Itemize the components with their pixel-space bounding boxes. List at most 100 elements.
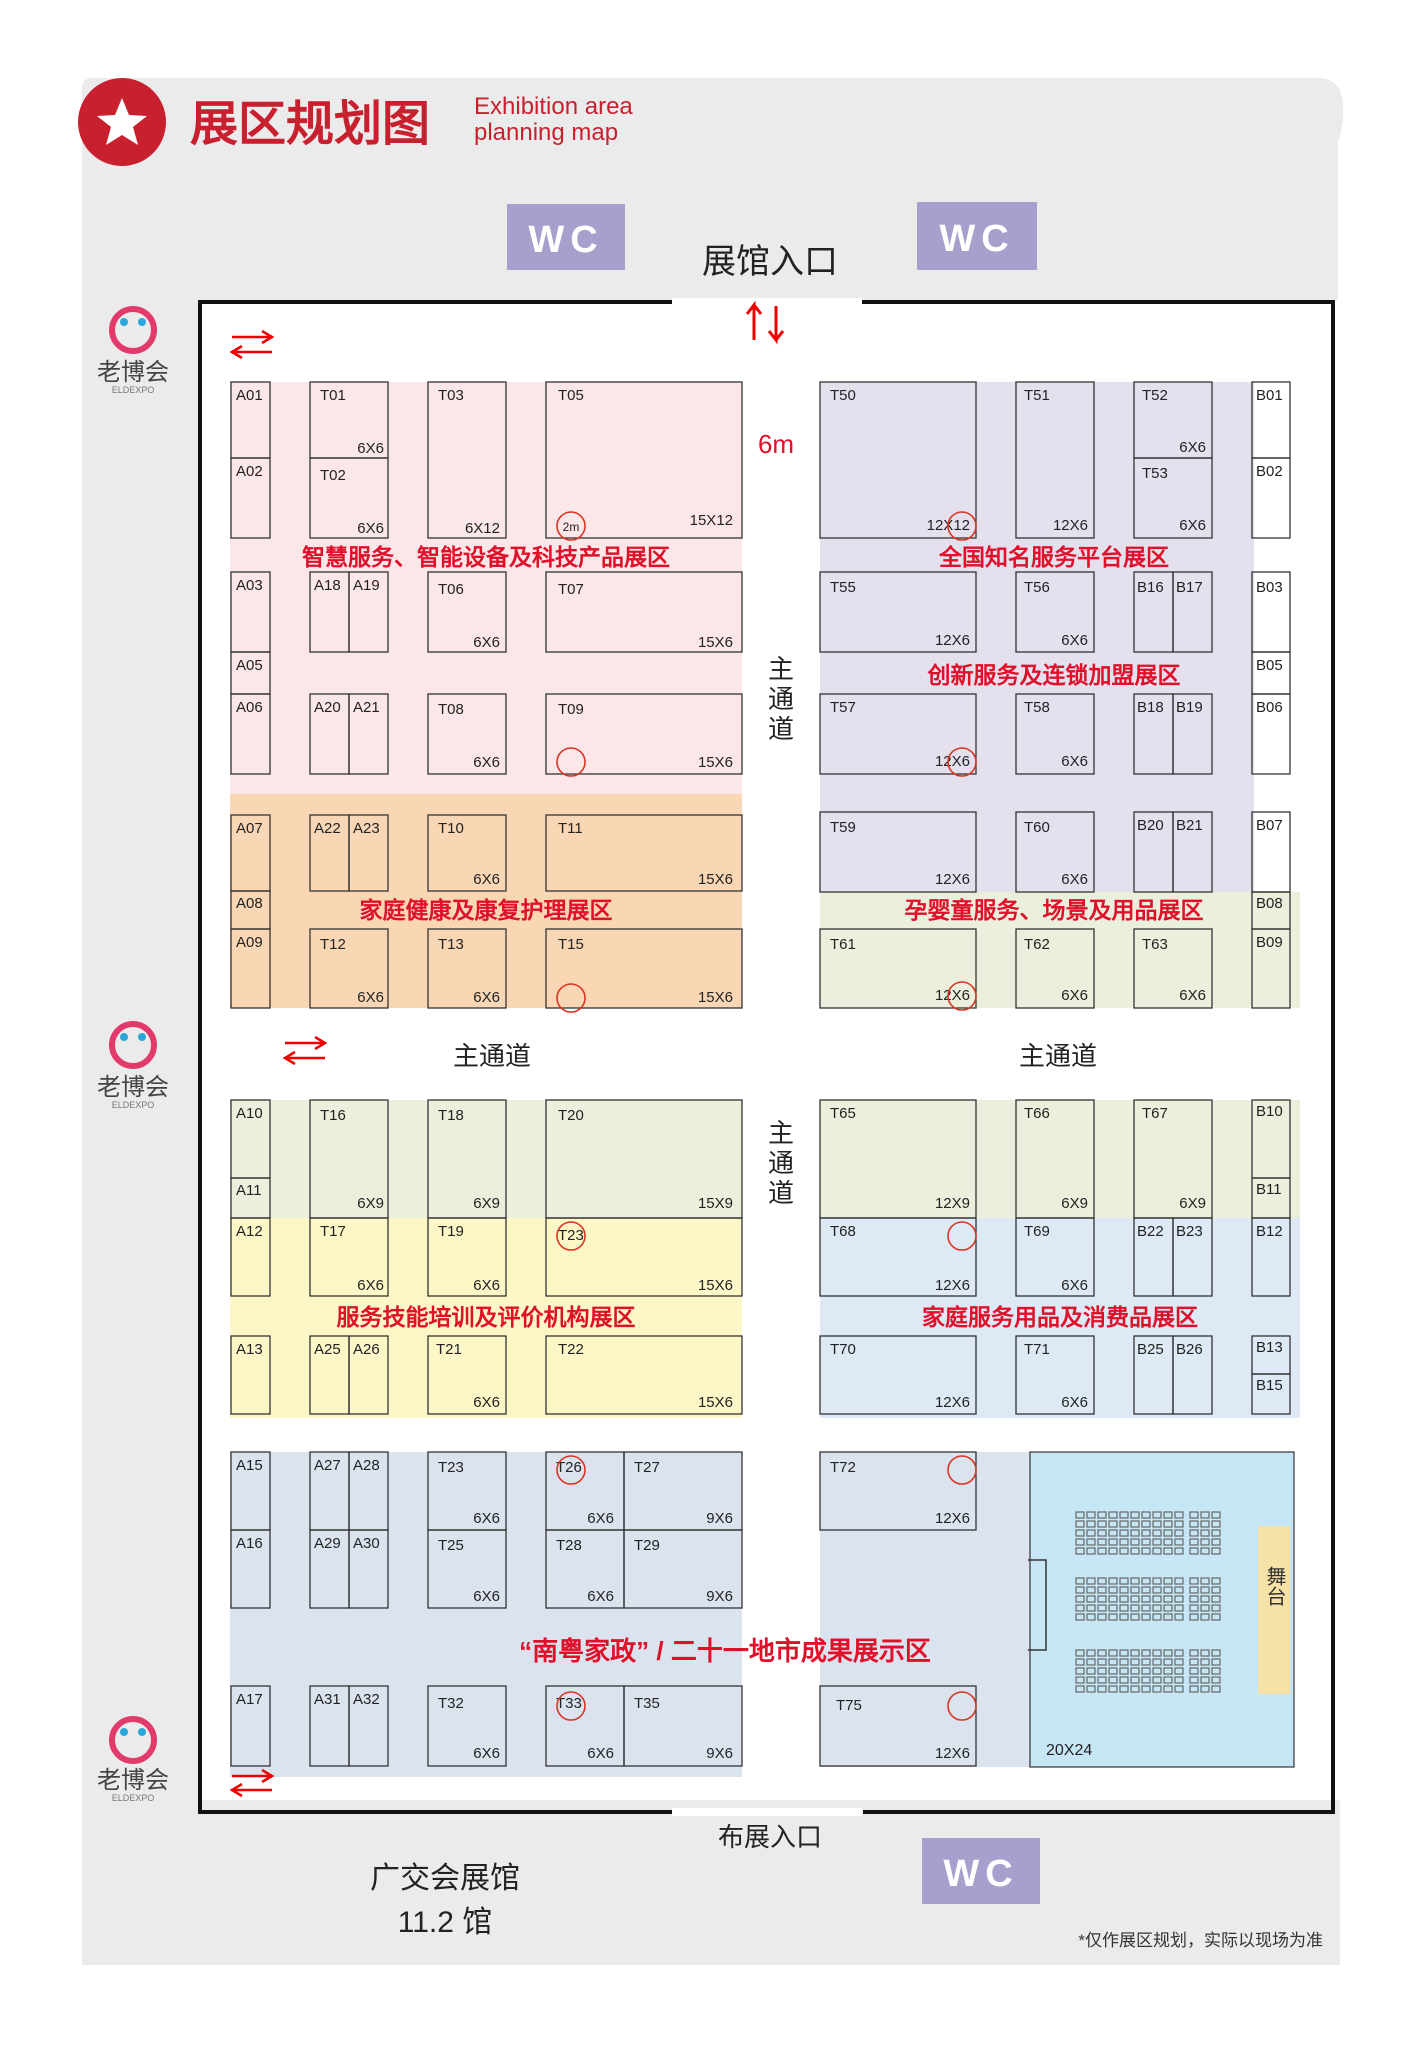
seat bbox=[1141, 1577, 1151, 1585]
seat bbox=[1152, 1676, 1162, 1684]
zone-label-yellow: 服务技能培训及评价机构展区 bbox=[337, 1304, 636, 1330]
seat bbox=[1141, 1613, 1151, 1621]
svg-text:B17: B17 bbox=[1176, 579, 1203, 596]
seat bbox=[1108, 1685, 1118, 1693]
zone-label-blue: 家庭服务用品及消费品展区 bbox=[922, 1304, 1198, 1330]
seat bbox=[1152, 1511, 1162, 1519]
svg-text:6X6: 6X6 bbox=[1179, 439, 1206, 456]
svg-text:T35: T35 bbox=[634, 1695, 660, 1712]
svg-text:12X6: 12X6 bbox=[1053, 517, 1088, 534]
svg-text:B23: B23 bbox=[1176, 1223, 1203, 1240]
svg-text:B03: B03 bbox=[1256, 579, 1283, 596]
seat bbox=[1211, 1547, 1221, 1555]
corridor-v1-3: 道 bbox=[768, 714, 794, 744]
svg-text:A27: A27 bbox=[314, 1457, 341, 1474]
seat bbox=[1130, 1520, 1140, 1528]
seat bbox=[1152, 1604, 1162, 1612]
svg-text:6X6: 6X6 bbox=[473, 1588, 500, 1605]
seat bbox=[1174, 1676, 1184, 1684]
svg-text:T29: T29 bbox=[634, 1537, 660, 1554]
booth-B06: B06 bbox=[1251, 693, 1291, 775]
svg-text:6X6: 6X6 bbox=[1061, 987, 1088, 1004]
svg-text:T53: T53 bbox=[1142, 465, 1168, 482]
seat bbox=[1130, 1577, 1140, 1585]
seat bbox=[1119, 1613, 1129, 1621]
seat bbox=[1130, 1604, 1140, 1612]
svg-text:T19: T19 bbox=[438, 1223, 464, 1240]
seat bbox=[1075, 1538, 1085, 1546]
seat bbox=[1200, 1595, 1210, 1603]
stage-label: 舞台 bbox=[1263, 1566, 1286, 1606]
svg-text:B19: B19 bbox=[1176, 699, 1203, 716]
seat bbox=[1211, 1658, 1221, 1666]
svg-text:6X9: 6X9 bbox=[1179, 1195, 1206, 1212]
header: 展区规划图 Exhibition area planning map bbox=[78, 78, 633, 166]
seat bbox=[1130, 1595, 1140, 1603]
seat bbox=[1108, 1676, 1118, 1684]
svg-text:12X6: 12X6 bbox=[935, 1745, 970, 1762]
svg-text:T65: T65 bbox=[830, 1105, 856, 1122]
svg-text:A18: A18 bbox=[314, 577, 341, 594]
seat bbox=[1075, 1658, 1085, 1666]
svg-text:A20: A20 bbox=[314, 699, 341, 716]
svg-text:老博会: 老博会 bbox=[97, 1074, 169, 1101]
svg-text:12X6: 12X6 bbox=[935, 1277, 970, 1294]
venue-name: 广交会展馆 bbox=[370, 1862, 520, 1895]
booth-A19: A19 bbox=[348, 571, 389, 653]
seat bbox=[1075, 1520, 1085, 1528]
zone-backgrounds bbox=[230, 382, 1300, 1777]
seat bbox=[1152, 1586, 1162, 1594]
svg-text:15X6: 15X6 bbox=[698, 871, 733, 888]
svg-text:T75: T75 bbox=[836, 1697, 862, 1714]
svg-text:B10: B10 bbox=[1256, 1103, 1283, 1120]
seat bbox=[1108, 1595, 1118, 1603]
svg-text:ELDEXPO: ELDEXPO bbox=[112, 1100, 155, 1110]
seat bbox=[1075, 1667, 1085, 1675]
svg-text:6X6: 6X6 bbox=[1061, 1277, 1088, 1294]
seat bbox=[1086, 1529, 1096, 1537]
svg-text:A02: A02 bbox=[236, 463, 263, 480]
seat bbox=[1075, 1577, 1085, 1585]
svg-text:T66: T66 bbox=[1024, 1105, 1050, 1122]
booth-B12: B12 bbox=[1251, 1217, 1291, 1297]
pillars bbox=[556, 511, 977, 1721]
seat bbox=[1086, 1676, 1096, 1684]
seat bbox=[1141, 1667, 1151, 1675]
svg-text:B26: B26 bbox=[1176, 1341, 1203, 1358]
svg-text:6X6: 6X6 bbox=[1179, 987, 1206, 1004]
svg-text:T11: T11 bbox=[558, 820, 583, 837]
seat bbox=[1211, 1529, 1221, 1537]
booth-A02: A02 bbox=[230, 457, 271, 539]
seating bbox=[1075, 1511, 1221, 1693]
seat bbox=[1097, 1676, 1107, 1684]
svg-text:T03: T03 bbox=[438, 387, 464, 404]
setup-entrance-label: 布展入口 bbox=[718, 1822, 822, 1852]
booth-A17: A17 bbox=[230, 1685, 271, 1767]
svg-text:T56: T56 bbox=[1024, 579, 1050, 596]
svg-text:A28: A28 bbox=[353, 1457, 380, 1474]
seat bbox=[1152, 1538, 1162, 1546]
svg-text:ELDEXPO: ELDEXPO bbox=[112, 385, 155, 395]
seat bbox=[1152, 1547, 1162, 1555]
seat bbox=[1189, 1613, 1199, 1621]
seat bbox=[1086, 1595, 1096, 1603]
seat bbox=[1141, 1685, 1151, 1693]
svg-text:T07: T07 bbox=[558, 581, 584, 598]
booth-B02: B02 bbox=[1251, 457, 1291, 539]
svg-text:6X9: 6X9 bbox=[473, 1195, 500, 1212]
seat bbox=[1108, 1667, 1118, 1675]
svg-text:6X12: 6X12 bbox=[465, 520, 500, 537]
seat bbox=[1108, 1529, 1118, 1537]
seat bbox=[1152, 1520, 1162, 1528]
seat bbox=[1097, 1649, 1107, 1657]
seat bbox=[1097, 1586, 1107, 1594]
booth-B26: B26 bbox=[1172, 1335, 1213, 1415]
seat bbox=[1163, 1613, 1173, 1621]
